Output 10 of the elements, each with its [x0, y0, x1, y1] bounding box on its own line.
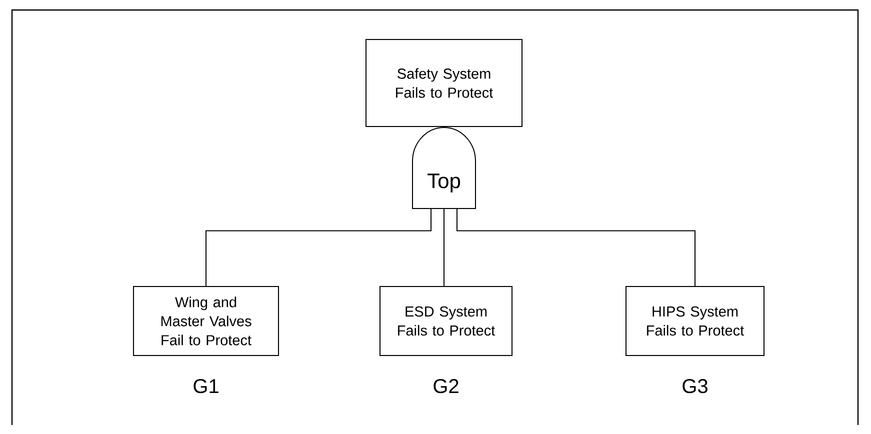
- event-box: HIPS System Fails to Protect: [626, 286, 764, 356]
- and-gate: Top: [412, 127, 476, 209]
- event-box: Wing and Master Valves Fail to Protect: [133, 286, 279, 356]
- gate-label: G3: [682, 379, 708, 394]
- gate-label: G1: [194, 379, 218, 394]
- connector-line: [456, 208, 696, 286]
- event-box: Safety System Fails to Protect: [366, 39, 522, 127]
- connector-line: [206, 208, 432, 286]
- event-box: ESD System Fails to Protect: [380, 286, 512, 356]
- gate-label: G2: [434, 379, 458, 394]
